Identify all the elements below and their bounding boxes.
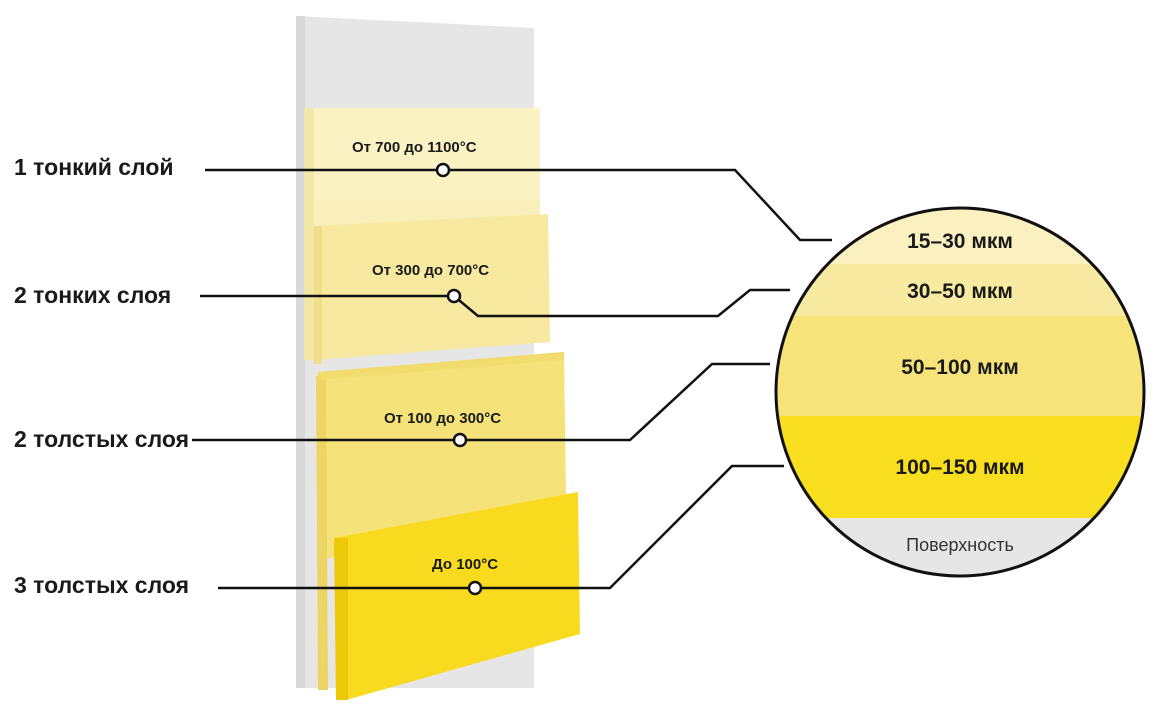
thickness-label-2: 30–50 мкм bbox=[907, 280, 1013, 303]
thickness-label-1: 15–30 мкм bbox=[907, 230, 1013, 253]
thickness-band-4 bbox=[776, 416, 1144, 518]
thickness-band-2 bbox=[776, 264, 1144, 316]
left-label-4: 3 толстых слоя bbox=[14, 572, 189, 598]
connector-1 bbox=[205, 168, 832, 242]
surface-panel-edge bbox=[296, 16, 305, 688]
connector-3 bbox=[192, 362, 770, 442]
marker-dot-2 bbox=[446, 288, 462, 304]
marker-dot-4 bbox=[467, 580, 483, 596]
thickness-label-3: 50–100 мкм bbox=[901, 356, 1019, 379]
connector-4 bbox=[218, 464, 784, 590]
left-label-3: 2 толстых слоя bbox=[14, 426, 189, 452]
temp-label-2: От 300 до 700°С bbox=[372, 262, 489, 279]
temp-label-1: От 700 до 1100°С bbox=[352, 139, 477, 156]
thickness-band-3 bbox=[776, 316, 1144, 416]
thickness-label-4: 100–150 мкм bbox=[895, 456, 1024, 479]
layer-4 bbox=[334, 492, 580, 700]
marker-dot-1 bbox=[435, 162, 451, 178]
connector-2 bbox=[200, 288, 790, 318]
marker-dot-3 bbox=[452, 432, 468, 448]
left-label-1: 1 тонкий слой bbox=[14, 154, 174, 180]
temp-label-4: До 100°С bbox=[432, 556, 498, 573]
left-label-2: 2 тонких слоя bbox=[14, 282, 171, 308]
layer-2 bbox=[314, 214, 550, 364]
temp-label-3: От 100 до 300°С bbox=[384, 410, 501, 427]
surface-label: Поверхность bbox=[906, 535, 1014, 555]
magnifier-ring bbox=[774, 206, 1146, 578]
magnified-cross-section bbox=[776, 208, 1144, 576]
